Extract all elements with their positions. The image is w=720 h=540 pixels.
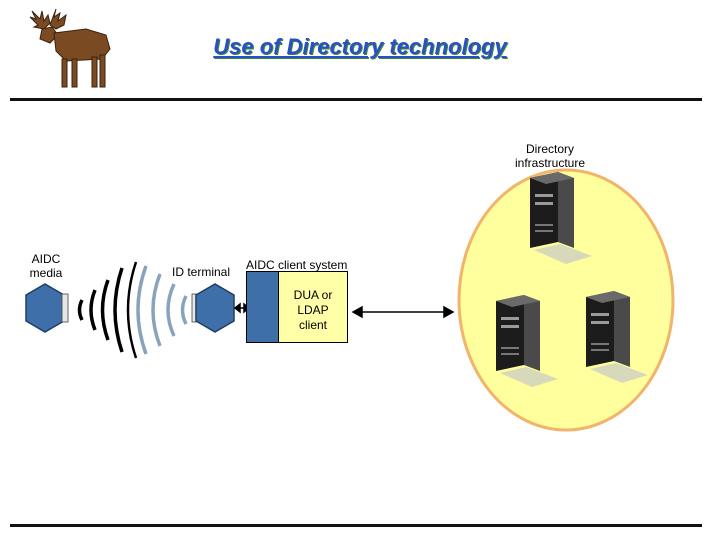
client-device-bar — [247, 272, 279, 342]
id-terminal-label: ID terminal — [172, 265, 231, 279]
aidc-client-system-label: AIDC client system — [246, 258, 348, 272]
moose-logo-icon — [29, 8, 111, 88]
directory-link-arrow-icon — [351, 305, 455, 319]
directory-infrastructure-label: Directory infrastructure — [514, 142, 586, 170]
radio-wave-icon-black — [77, 261, 138, 359]
header-divider — [10, 98, 702, 101]
aidc-media-label: AIDC media — [29, 252, 63, 280]
aidc-client-system-box — [246, 271, 348, 343]
aidc-media-hexagon-icon — [25, 283, 69, 333]
page-title: Use of Directory technology — [213, 34, 507, 59]
radio-wave-icon-blue — [136, 265, 188, 355]
dua-ldap-client-label: DUA or LDAP client — [293, 288, 333, 332]
id-terminal-hexagon-icon — [191, 283, 235, 333]
footer-divider — [10, 524, 702, 527]
